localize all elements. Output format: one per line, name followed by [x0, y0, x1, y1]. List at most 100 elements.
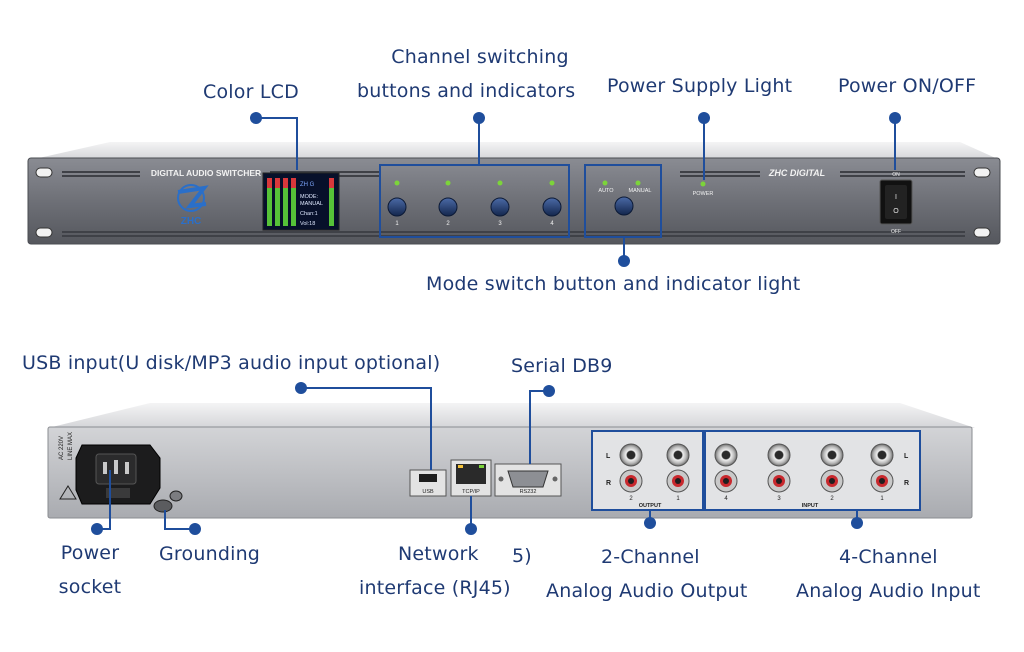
- rca-jack-white[interactable]: [870, 443, 894, 467]
- rca-pin: [675, 478, 681, 484]
- channel-led: [497, 180, 503, 186]
- rca-jack-white[interactable]: [666, 443, 690, 467]
- lcd-meter-bar: [329, 178, 334, 226]
- ac-text: AC 220V: [59, 436, 65, 460]
- channel-switching-label-line1: Channel switching: [391, 46, 569, 68]
- rear-callout-dots: [91, 382, 863, 535]
- mode-manual-label: MANUAL: [629, 188, 652, 194]
- rj45-port[interactable]: TCP/IP: [450, 459, 492, 497]
- rear-callout-lines: [97, 387, 858, 530]
- lcd-meter-bar: [275, 178, 280, 226]
- rj45-jack: [456, 464, 486, 484]
- callout-dot: [91, 523, 103, 535]
- rca-pin: [879, 478, 885, 484]
- channel-number: 2: [446, 221, 450, 227]
- channel-button[interactable]: [387, 197, 407, 217]
- rca-jack-white[interactable]: [714, 443, 738, 467]
- stray-number-label: 5): [512, 545, 532, 567]
- callout-dot: [618, 255, 630, 267]
- model-text: DIGITAL AUDIO SWITCHER: [151, 168, 261, 178]
- left-marker: L: [606, 453, 611, 460]
- rack-slot: [35, 167, 53, 178]
- rj45-led: [479, 465, 484, 468]
- db9-port[interactable]: RS232: [494, 463, 562, 497]
- output-label: OUTPUT: [639, 503, 662, 509]
- lcd-meter-peak: [267, 178, 272, 188]
- grounding-screw[interactable]: [153, 490, 183, 513]
- input-channel-number: 3: [777, 496, 781, 502]
- lcd-line: Vol:18: [300, 221, 315, 227]
- db9-screw: [498, 476, 504, 482]
- power-led: [700, 181, 706, 187]
- channel-number: 4: [550, 221, 554, 227]
- switch-rocker[interactable]: [885, 185, 907, 219]
- rack-slot: [35, 227, 53, 238]
- input-label: INPUT: [802, 503, 819, 509]
- manual-led: [635, 180, 641, 186]
- lcd-meter-peak: [275, 178, 280, 188]
- mode-button[interactable]: [614, 196, 634, 216]
- mode-switch-label: Mode switch button and indicator light: [426, 273, 801, 295]
- power-socket-label-line2: socket: [58, 576, 122, 598]
- channel-button[interactable]: [438, 197, 458, 217]
- power-switch[interactable]: ON I O OFF: [879, 172, 913, 235]
- input-label-line2: Analog Audio Input: [796, 580, 981, 602]
- ac-rating-label: AC 220V LINE MAX: [59, 432, 77, 500]
- channel-button-3[interactable]: 3: [490, 180, 510, 228]
- channel-button-1[interactable]: 1: [387, 180, 407, 228]
- lcd-meter-bar: [291, 178, 296, 226]
- output-label-line1: 2-Channel: [601, 546, 700, 568]
- callout-dot: [698, 112, 710, 124]
- zhc-logo: ZHC: [177, 184, 209, 227]
- input-channel-number: 1: [880, 496, 884, 502]
- switch-on-label: ON: [892, 172, 900, 178]
- front-callout-dots: [250, 112, 901, 267]
- rca-jack-white[interactable]: [619, 443, 643, 467]
- usb-port[interactable]: USB: [409, 469, 447, 497]
- usb-input-label: USB input(U disk/MP3 audio input optiona…: [22, 352, 441, 374]
- mode-auto-label: AUTO: [598, 188, 614, 194]
- lcd-line: ZH G: [300, 182, 315, 188]
- input-label-line1: 4-Channel: [839, 546, 938, 568]
- input-rca-group: L R 4 3 2 1 INPUT: [706, 432, 919, 510]
- rca-pin: [723, 478, 729, 484]
- channel-highlight-box: [379, 164, 570, 238]
- channel-button[interactable]: [542, 197, 562, 217]
- logo-text: ZHC: [181, 216, 202, 227]
- grounding-label: Grounding: [159, 543, 261, 565]
- callout-dot: [465, 523, 477, 535]
- tcpip-label: TCP/IP: [462, 489, 480, 495]
- screw-thread: [169, 490, 183, 502]
- channel-button-2[interactable]: 2: [438, 180, 458, 228]
- line-text: LINE MAX: [68, 432, 74, 460]
- power-on-off-label: Power ON/OFF: [838, 75, 977, 97]
- callout-dot: [851, 517, 863, 529]
- rca-pin: [628, 478, 634, 484]
- rca-jack-white[interactable]: [767, 443, 791, 467]
- lcd-meter-peak: [283, 178, 288, 188]
- power-supply-light-label: Power Supply Light: [607, 75, 793, 97]
- auto-led: [602, 180, 608, 186]
- rca-jack-white[interactable]: [820, 443, 844, 467]
- lcd-line: MODE:: [300, 194, 319, 200]
- usb-slot: [419, 474, 437, 482]
- network-label-line1: Network: [398, 543, 479, 565]
- db9-shell: [507, 470, 549, 488]
- power-socket[interactable]: [75, 444, 161, 505]
- lcd-meter-peak: [329, 178, 334, 188]
- output-channel-number: 1: [676, 496, 680, 502]
- mode-switch[interactable]: AUTO MANUAL: [598, 180, 652, 216]
- channel-button-4[interactable]: 4: [542, 180, 562, 228]
- rs232-label: RS232: [520, 489, 537, 495]
- socket-pin: [114, 460, 118, 474]
- front-top-lid: [30, 142, 1000, 160]
- callout-dot: [889, 112, 901, 124]
- socket-pin: [103, 462, 107, 474]
- channel-number: 1: [395, 221, 399, 227]
- color-lcd-label: Color LCD: [203, 81, 299, 103]
- lcd-line: MANUAL: [300, 201, 323, 207]
- channel-button[interactable]: [490, 197, 510, 217]
- callout-dot: [473, 112, 485, 124]
- rca-pin: [776, 478, 782, 484]
